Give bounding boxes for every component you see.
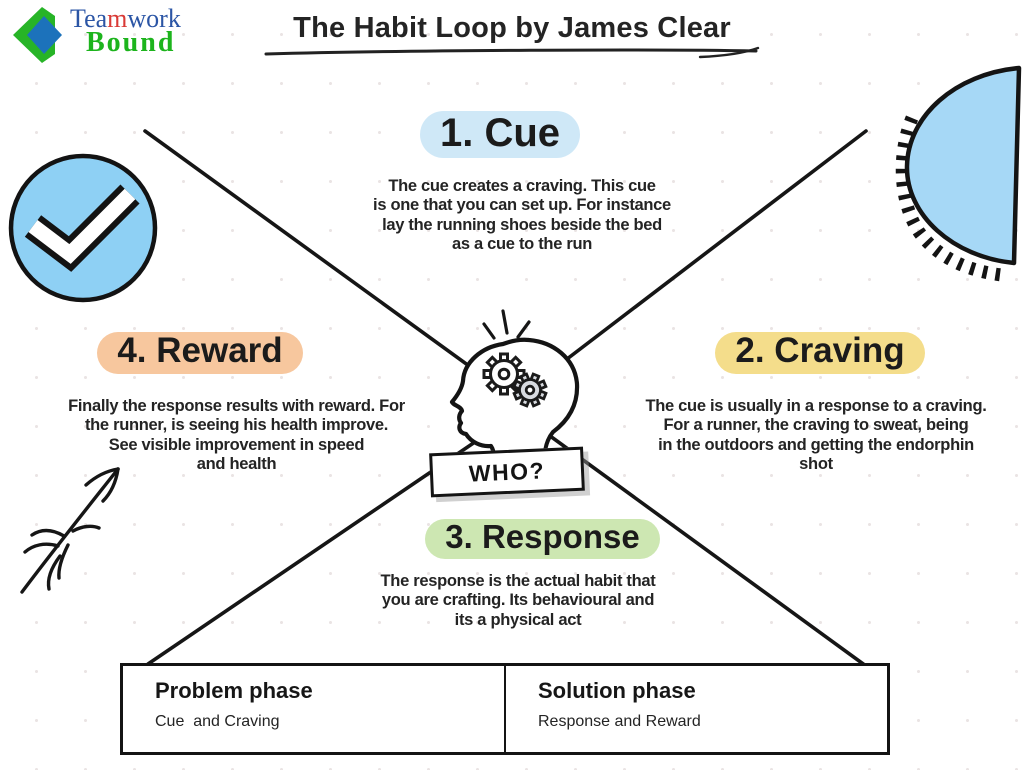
problem-phase-value: Cue and Craving xyxy=(155,713,280,730)
logo-bound: Bound xyxy=(86,27,176,58)
gear-small-icon xyxy=(512,372,548,408)
section-craving-heading: 2. Craving xyxy=(670,332,970,374)
cue-heading-pill: 1. Cue xyxy=(419,111,581,158)
phase-table: Problem phase Cue and Craving Solution p… xyxy=(120,663,890,755)
section-reward-body: Finally the response results with reward… xyxy=(68,397,405,473)
title-block: The Habit Loop by James Clear xyxy=(252,12,772,66)
problem-phase-header: Problem phase xyxy=(155,678,313,703)
problem-phase-cell: Problem phase Cue and Craving xyxy=(123,666,506,752)
half-circle-icon xyxy=(895,65,1022,282)
sketch-arrow-icon xyxy=(20,467,120,594)
section-reward-heading: 4. Reward xyxy=(55,332,345,374)
title-underline xyxy=(264,46,760,59)
solution-phase-value: Response and Reward xyxy=(538,713,701,730)
section-craving-body: The cue is usually in a response to a cr… xyxy=(645,397,987,473)
solution-phase-header: Solution phase xyxy=(538,678,696,703)
logo-teamwork: Teamwork xyxy=(70,4,181,33)
spark-lines-icon xyxy=(482,309,531,340)
section-response-body: The response is the actual habit that yo… xyxy=(380,572,656,629)
teamwork-bound-logo: Teamwork Bound xyxy=(10,6,181,64)
response-heading-pill: 3. Response xyxy=(425,519,660,559)
head-profile-icon xyxy=(449,337,580,474)
check-icon xyxy=(8,153,158,303)
page-title: The Habit Loop by James Clear xyxy=(293,12,731,44)
reward-heading-pill: 4. Reward xyxy=(97,332,303,374)
craving-heading-pill: 2. Craving xyxy=(715,332,925,374)
logo-text: Teamwork Bound xyxy=(70,6,181,57)
section-response-heading: 3. Response xyxy=(395,519,690,559)
gear-large-icon xyxy=(482,352,526,396)
logo-mark-icon xyxy=(13,7,62,63)
section-cue-heading: 1. Cue xyxy=(350,111,650,158)
solution-phase-cell: Solution phase Response and Reward xyxy=(506,666,887,752)
who-banner: WHO? xyxy=(429,446,585,498)
section-cue-body: The cue creates a craving. This cue is o… xyxy=(373,177,671,253)
